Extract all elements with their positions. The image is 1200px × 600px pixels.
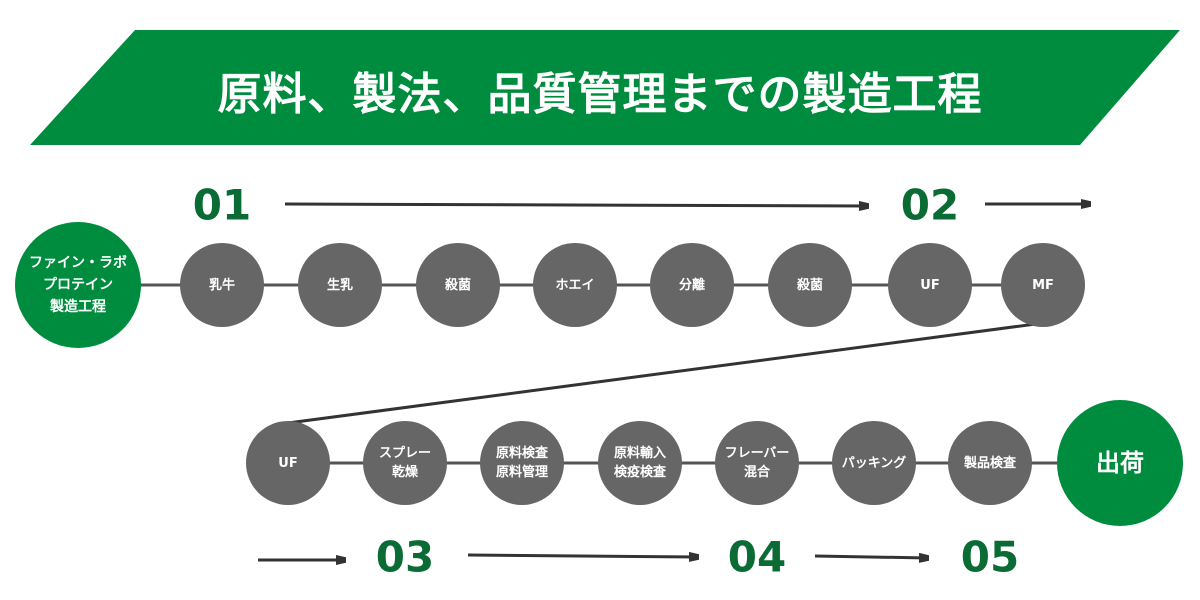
step-node: 殺菌: [416, 243, 500, 327]
page-title: 原料、製法、品質管理までの製造工程: [217, 69, 983, 120]
step-node: 分離: [650, 243, 734, 327]
step-node: 原料輸入 検疫検査: [598, 421, 682, 505]
step-node: ホエイ: [533, 243, 617, 327]
start-node: ファイン・ラボ プロテイン 製造工程: [15, 222, 141, 348]
arrow-04-05: [814, 556, 928, 558]
step-node: フレーバー 混合: [715, 421, 799, 505]
step-node: 殺菌: [768, 243, 852, 327]
step-node: 乳牛: [180, 243, 264, 327]
diagonal-line: [287, 321, 1044, 425]
step-node: UF: [888, 243, 972, 327]
arrow-03-04: [467, 555, 698, 557]
step-node: 生乳: [298, 243, 382, 327]
step-number-01: 01: [192, 180, 252, 230]
step-node: 製品検査: [948, 421, 1032, 505]
arrows: [258, 204, 1090, 560]
step-node: スプレー 乾燥: [363, 421, 447, 505]
step-number-05: 05: [960, 532, 1020, 582]
step-number-02: 02: [900, 180, 960, 230]
step-number-04: 04: [727, 532, 787, 582]
step-number-03: 03: [375, 532, 435, 582]
arrow-01-02: [284, 204, 868, 206]
step-node: UF: [246, 421, 330, 505]
title-banner: [30, 30, 1180, 145]
end-node: 出荷: [1057, 400, 1183, 526]
step-node: 原料検査 原料管理: [480, 421, 564, 505]
step-node: MF: [1001, 243, 1085, 327]
step-node: パッキング: [832, 421, 916, 505]
